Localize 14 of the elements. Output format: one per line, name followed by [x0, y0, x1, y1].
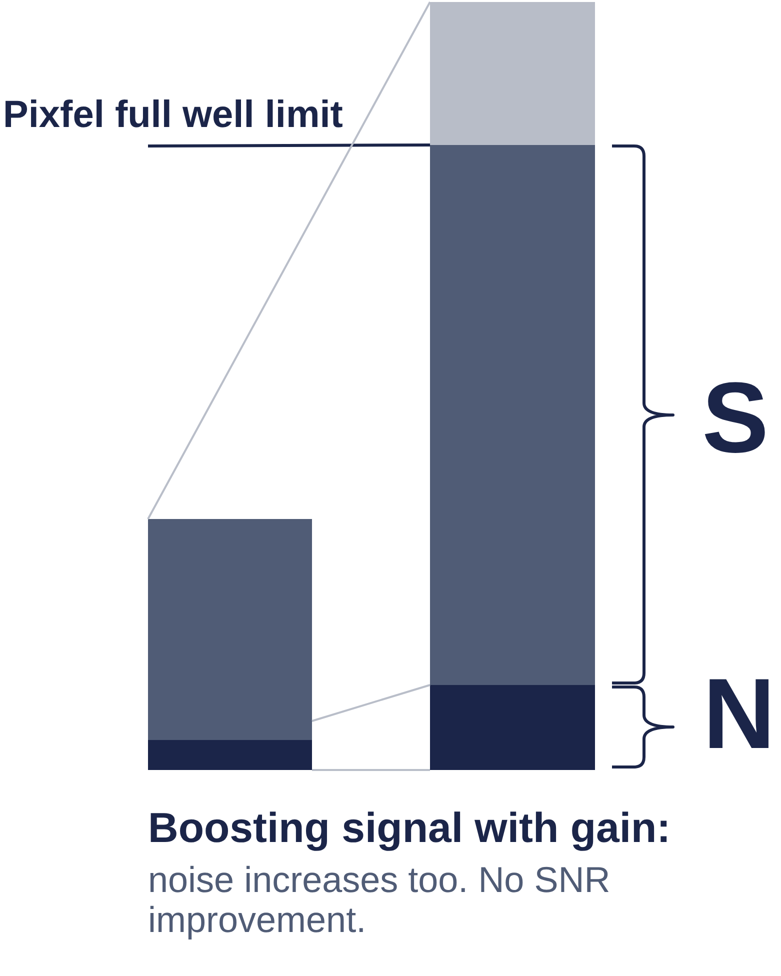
headroom-bar-segment [430, 2, 595, 145]
signal-bar-segment [430, 145, 595, 685]
noise-bar-segment [430, 685, 595, 770]
projection-line [312, 769, 430, 771]
diagram-caption: noise increases too. No SNR improvement. [148, 860, 612, 940]
signal-bar-segment [148, 519, 312, 740]
brace-label: N [703, 664, 776, 764]
noise-bar-segment [148, 740, 312, 770]
brace-label: S [702, 368, 769, 468]
diagram-title: Boosting signal with gain: [148, 804, 671, 852]
leader-line [148, 144, 430, 148]
projection-line [147, 2, 431, 520]
annotation-label: Pixfel full well limit [3, 93, 343, 146]
projection-line [312, 684, 430, 722]
